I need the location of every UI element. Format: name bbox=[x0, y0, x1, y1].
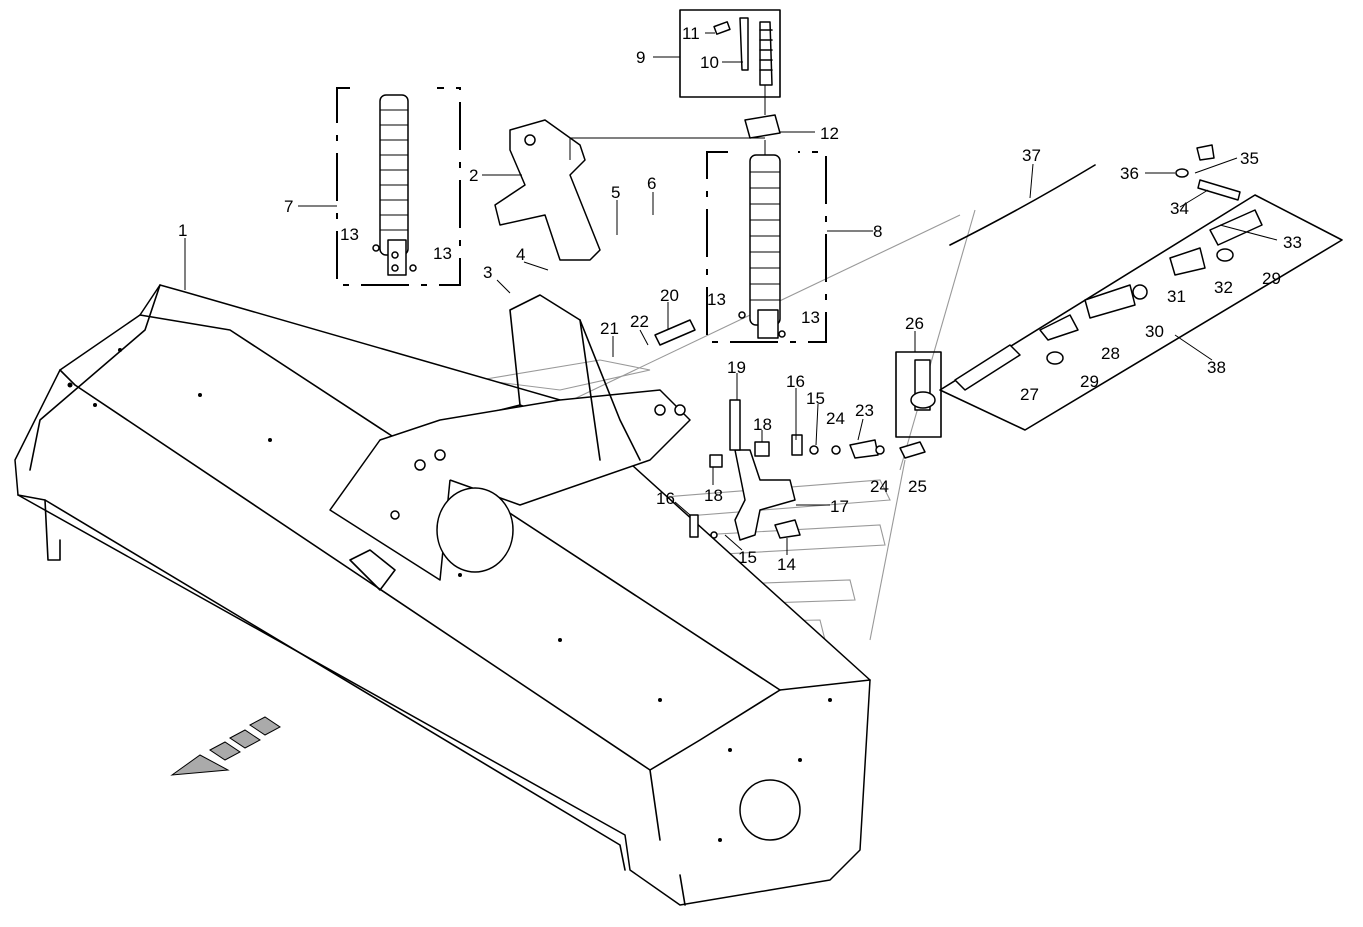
callout-29b: 29 bbox=[1262, 269, 1281, 288]
callout-35: 35 bbox=[1240, 149, 1259, 168]
callout-14: 14 bbox=[777, 555, 796, 574]
linkage-assembly bbox=[689, 399, 926, 541]
callout-30: 30 bbox=[1145, 322, 1164, 341]
gearbox-housing bbox=[329, 294, 691, 591]
callout-10: 10 bbox=[700, 53, 719, 72]
bracket-part-26 bbox=[895, 351, 942, 438]
callout-16b: 16 bbox=[656, 489, 675, 508]
callout-19: 19 bbox=[727, 358, 746, 377]
callout-5: 5 bbox=[611, 183, 620, 202]
direction-arrow bbox=[170, 716, 281, 776]
callout-13b: 13 bbox=[433, 244, 452, 263]
callout-18b: 18 bbox=[704, 486, 723, 505]
connection-line bbox=[569, 137, 765, 160]
callout-17: 17 bbox=[830, 497, 849, 516]
callout-13a: 13 bbox=[340, 225, 359, 244]
callout-labels: 1 2 3 4 5 6 7 8 9 10 11 12 13 13 13 13 1… bbox=[178, 24, 1302, 574]
callout-13c: 13 bbox=[707, 290, 726, 309]
pin-part-20 bbox=[654, 319, 696, 346]
callout-34: 34 bbox=[1170, 199, 1189, 218]
callout-15a: 15 bbox=[806, 389, 825, 408]
callout-4: 4 bbox=[516, 245, 525, 264]
callout-18a: 18 bbox=[753, 415, 772, 434]
callout-9: 9 bbox=[636, 48, 645, 67]
bracket-part-2 bbox=[494, 119, 601, 261]
callout-3: 3 bbox=[483, 263, 492, 282]
callout-23: 23 bbox=[855, 401, 874, 420]
callout-27: 27 bbox=[1020, 385, 1039, 404]
callout-38: 38 bbox=[1207, 358, 1226, 377]
main-frame bbox=[14, 284, 871, 906]
callout-6: 6 bbox=[647, 174, 656, 193]
callout-24a: 24 bbox=[826, 409, 845, 428]
kit-box-9 bbox=[679, 9, 781, 115]
callout-26: 26 bbox=[905, 314, 924, 333]
callout-28: 28 bbox=[1101, 344, 1120, 363]
callout-2: 2 bbox=[469, 166, 478, 185]
chain-part-37 bbox=[949, 164, 1096, 246]
callout-24b: 24 bbox=[870, 477, 889, 496]
leader-lines bbox=[184, 32, 1278, 555]
callout-29a: 29 bbox=[1080, 372, 1099, 391]
pin-part-12 bbox=[744, 114, 781, 155]
shock-group-7 bbox=[336, 87, 461, 286]
callout-12: 12 bbox=[820, 124, 839, 143]
callout-21: 21 bbox=[600, 319, 619, 338]
shock-group-8 bbox=[706, 151, 827, 343]
callout-13d: 13 bbox=[801, 308, 820, 327]
callout-7: 7 bbox=[284, 197, 293, 216]
callout-37: 37 bbox=[1022, 146, 1041, 165]
callout-1: 1 bbox=[178, 221, 187, 240]
callout-16a: 16 bbox=[786, 372, 805, 391]
callout-15b: 15 bbox=[738, 548, 757, 567]
callout-11: 11 bbox=[682, 24, 700, 43]
callout-31: 31 bbox=[1167, 287, 1186, 306]
callout-36: 36 bbox=[1120, 164, 1139, 183]
kit-panel-38 bbox=[939, 144, 1343, 431]
callout-22: 22 bbox=[630, 312, 649, 331]
callout-8: 8 bbox=[873, 222, 882, 241]
callout-20: 20 bbox=[660, 286, 679, 305]
callout-32: 32 bbox=[1214, 278, 1233, 297]
callout-33: 33 bbox=[1283, 233, 1302, 252]
callout-25: 25 bbox=[908, 477, 927, 496]
